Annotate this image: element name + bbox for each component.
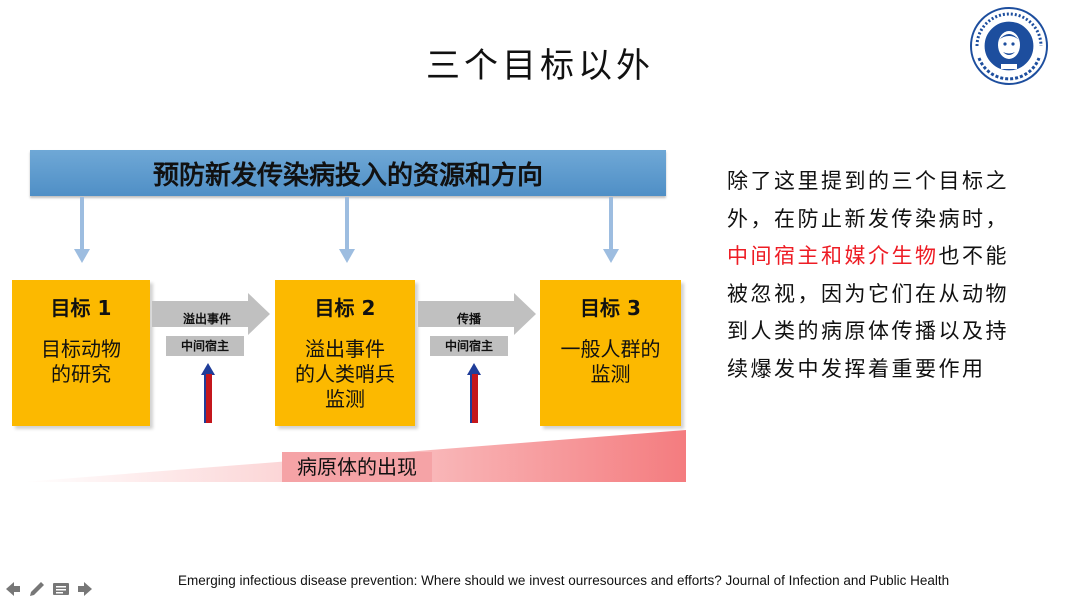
goal-3-box: 目标 3 一般人群的 监测 [540, 280, 681, 426]
slide-nav [4, 580, 94, 598]
up-arrow-icon [201, 363, 215, 423]
goal-2-text: 溢出事件 的人类哨兵 监测 [295, 337, 395, 411]
intermediate-host-tag: 中间宿主 [430, 336, 508, 356]
explanation-text: 除了这里提到的三个目标之外，在防止新发传染病时，中间宿主和媒介生物也不能被忽视，… [727, 169, 1009, 381]
forward-arrow-icon[interactable] [76, 580, 94, 598]
goal-1-text: 目标动物 的研究 [41, 337, 121, 386]
highlight-text: 中间宿主和媒介生物 [727, 244, 939, 268]
goal-1-title: 目标 1 [50, 296, 112, 320]
menu-icon[interactable] [52, 580, 70, 598]
resources-banner: 预防新发传染病投入的资源和方向 [30, 150, 666, 196]
spillover-label: 溢出事件 [182, 312, 231, 326]
goal-2-box: 目标 2 溢出事件 的人类哨兵 监测 [275, 280, 415, 426]
back-arrow-icon[interactable] [4, 580, 22, 598]
goal-3-text: 一般人群的 监测 [560, 337, 661, 386]
slide-title: 三个目标以外 [426, 46, 654, 86]
pathogen-emergence-label: 病原体的出现 [282, 452, 432, 482]
goal-2-title: 目标 2 [314, 296, 376, 320]
goal-1-box: 目标 1 目标动物 的研究 [12, 280, 150, 426]
goal-3-title: 目标 3 [580, 296, 641, 320]
down-arrow-icon [603, 197, 619, 263]
up-arrow-icon [467, 363, 481, 423]
intermediate-host-tag: 中间宿主 [166, 336, 244, 356]
citation: Emerging infectious disease prevention: … [178, 573, 950, 588]
pen-icon[interactable] [28, 580, 46, 598]
down-arrow-icon [339, 197, 355, 263]
hospital-logo [970, 7, 1048, 85]
down-arrow-icon [74, 197, 90, 263]
right-arrow-icon [418, 293, 536, 335]
right-arrow-icon [152, 293, 270, 335]
transmission-label: 传播 [456, 312, 481, 326]
